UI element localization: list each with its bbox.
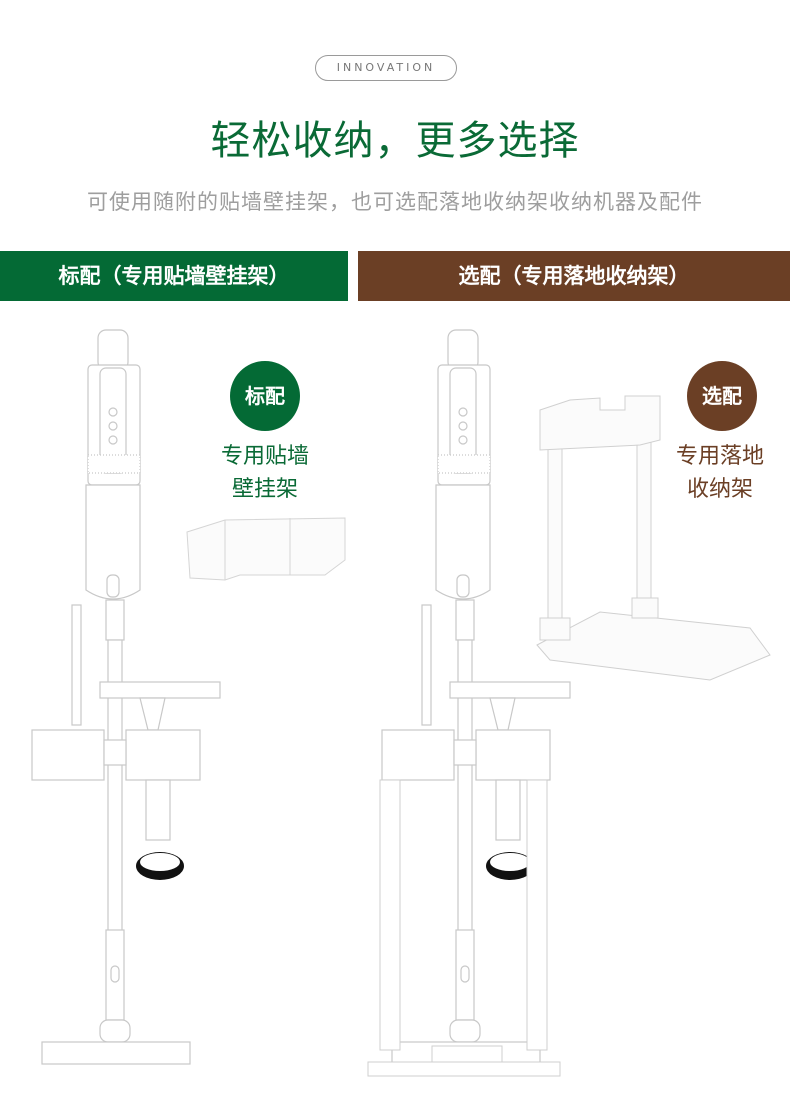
- floor-stand-product: [536, 395, 771, 681]
- wall-mount-bracket: [186, 517, 346, 581]
- vacuum-with-floor-stand: [381, 329, 571, 1065]
- optional-badge: 选配: [687, 361, 757, 431]
- floor-stand-under-vacuum: [367, 779, 561, 1077]
- innovation-tag: INNOVATION: [315, 55, 457, 81]
- page-subtitle: 可使用随附的贴墙壁挂架，也可选配落地收纳架收纳机器及配件: [87, 190, 703, 214]
- standard-caption-line1: 专用贴墙: [220, 444, 309, 469]
- optional-option-band: 选配（专用落地收纳架）: [358, 251, 790, 301]
- product-illustrations: [31, 329, 771, 1077]
- standard-option-band: 标配（专用贴墙壁挂架）: [0, 251, 348, 301]
- page-title: 轻松收纳，更多选择: [210, 118, 580, 164]
- standard-badge: 标配: [230, 361, 300, 431]
- standard-caption-line2: 壁挂架: [231, 477, 298, 502]
- vacuum-with-wall-mount: [31, 329, 221, 1065]
- optional-caption-line1: 专用落地: [675, 444, 764, 469]
- optional-caption-line2: 收纳架: [686, 477, 753, 502]
